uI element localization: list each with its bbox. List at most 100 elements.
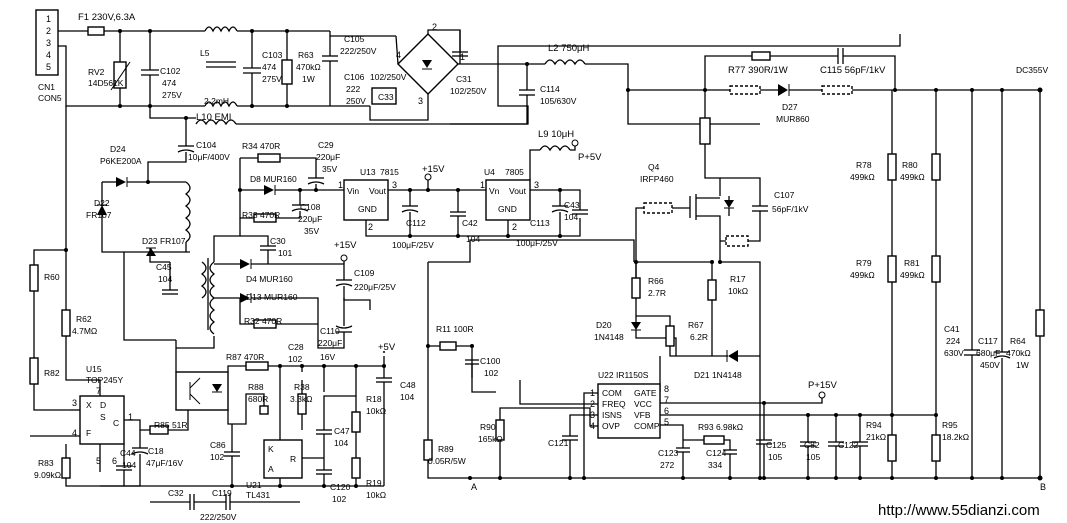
svg-text:C41: C41	[944, 324, 960, 334]
label-f1: F1 230V,6.3A	[78, 12, 136, 23]
svg-text:R18: R18	[366, 394, 382, 404]
svg-text:D: D	[100, 400, 106, 410]
input-wires	[58, 26, 205, 107]
svg-text:R67: R67	[688, 320, 704, 330]
svg-text:U4: U4	[484, 167, 495, 177]
svg-text:R63: R63	[298, 50, 314, 60]
feedback-section: X D S F C U15 TOP245Y 3 4 5 7 1 6	[29, 106, 392, 510]
svg-text:D4 MUR160: D4 MUR160	[246, 274, 293, 284]
svg-text:102: 102	[288, 354, 302, 364]
watermark-text: http://www.55dianzi.com	[878, 502, 1040, 519]
svg-text:P6KE200A: P6KE200A	[100, 156, 142, 166]
svg-text:C47: C47	[334, 426, 350, 436]
svg-text:+15V: +15V	[334, 240, 357, 251]
svg-text:D21 1N4148: D21 1N4148	[694, 370, 742, 380]
svg-text:S: S	[100, 412, 106, 422]
svg-text:C124: C124	[706, 448, 727, 458]
svg-text:104: 104	[466, 234, 480, 244]
pin-label: 2	[46, 26, 51, 36]
svg-text:470kΩ: 470kΩ	[296, 62, 321, 72]
svg-text:R19: R19	[366, 478, 382, 488]
svg-text:K: K	[268, 444, 274, 454]
svg-text:R64: R64	[1010, 336, 1026, 346]
svg-text:F: F	[86, 428, 91, 438]
svg-text:47μF/16V: 47μF/16V	[146, 458, 183, 468]
svg-text:OVP: OVP	[602, 421, 620, 431]
svg-text:474: 474	[162, 78, 176, 88]
fuse-f1	[87, 26, 105, 36]
svg-text:C31: C31	[456, 74, 472, 84]
svg-text:R77 390R/1W: R77 390R/1W	[728, 65, 788, 76]
svg-text:D20: D20	[596, 320, 612, 330]
svg-text:C110: C110	[320, 326, 340, 336]
svg-text:R33 470R: R33 470R	[242, 210, 280, 220]
svg-text:9.09kΩ: 9.09kΩ	[34, 470, 61, 480]
svg-text:7805: 7805	[505, 167, 524, 177]
svg-text:680μF: 680μF	[976, 348, 1000, 358]
junction-dots	[64, 29, 1004, 488]
svg-text:U22 IR1150S: U22 IR1150S	[598, 370, 649, 380]
svg-text:7815: 7815	[380, 167, 399, 177]
svg-text:165kΩ: 165kΩ	[478, 434, 503, 444]
svg-text:0.05R/5W: 0.05R/5W	[428, 456, 466, 466]
svg-text:220μF: 220μF	[298, 214, 322, 224]
svg-text:X: X	[86, 400, 92, 410]
svg-text:101: 101	[278, 248, 292, 258]
svg-text:1: 1	[128, 412, 133, 422]
svg-text:U15: U15	[86, 364, 102, 374]
svg-text:R: R	[290, 454, 296, 464]
transformer-secondaries	[123, 218, 371, 349]
svg-text:474: 474	[262, 62, 276, 72]
svg-text:35V: 35V	[322, 164, 337, 174]
svg-text:C122: C122	[838, 440, 859, 450]
svg-text:6.2R: 6.2R	[690, 332, 708, 342]
svg-text:1: 1	[338, 180, 343, 190]
connector-ref: CN1	[38, 82, 55, 92]
svg-text:L9 10μH: L9 10μH	[538, 129, 574, 140]
svg-text:R60: R60	[44, 272, 60, 282]
svg-text:56pF/1kV: 56pF/1kV	[772, 204, 809, 214]
svg-text:630V: 630V	[944, 348, 964, 358]
svg-text:1N4148: 1N4148	[594, 332, 624, 342]
pin-label: 1	[46, 14, 51, 24]
svg-text:10μF/400V: 10μF/400V	[188, 152, 230, 162]
svg-text:224: 224	[946, 336, 960, 346]
svg-text:R11 100R: R11 100R	[436, 324, 474, 334]
svg-text:250V: 250V	[346, 96, 366, 106]
svg-text:14D561K: 14D561K	[88, 78, 124, 88]
connector-cn1: 1 2 3 4 5 CN1 CON5	[35, 9, 62, 103]
pin-label: 5	[46, 62, 51, 72]
svg-text:D24: D24	[110, 144, 126, 154]
svg-text:R83: R83	[38, 458, 54, 468]
svg-text:C32: C32	[168, 488, 184, 498]
svg-text:499kΩ: 499kΩ	[900, 172, 925, 182]
svg-text:R93 6.98kΩ: R93 6.98kΩ	[698, 422, 743, 432]
svg-text:D8 MUR160: D8 MUR160	[250, 174, 297, 184]
svg-text:10kΩ: 10kΩ	[366, 490, 386, 500]
svg-text:450V: 450V	[980, 360, 1000, 370]
svg-text:COMP: COMP	[634, 421, 660, 431]
svg-text:104: 104	[334, 438, 348, 448]
svg-text:C107: C107	[774, 190, 795, 200]
connector-type: CON5	[38, 93, 62, 103]
svg-text:105: 105	[806, 452, 820, 462]
svg-text:35V: 35V	[304, 226, 319, 236]
svg-text:C121: C121	[548, 438, 569, 448]
svg-text:IRFP460: IRFP460	[640, 174, 674, 184]
svg-text:R89: R89	[438, 444, 454, 454]
svg-text:R17: R17	[730, 274, 746, 284]
svg-text:D13 MUR160: D13 MUR160	[246, 292, 298, 302]
svg-text:+5V: +5V	[378, 342, 396, 353]
svg-text:2: 2	[368, 222, 373, 232]
svg-text:R95: R95	[942, 420, 958, 430]
svg-text:VFB: VFB	[634, 410, 651, 420]
svg-text:C100: C100	[480, 356, 501, 366]
svg-text:TOP245Y: TOP245Y	[86, 375, 124, 385]
svg-text:104: 104	[564, 212, 578, 222]
svg-text:R90: R90	[480, 422, 496, 432]
svg-text:334: 334	[708, 460, 722, 470]
output-dividers	[470, 90, 1045, 481]
svg-text:222/250V: 222/250V	[200, 512, 237, 522]
svg-text:1W: 1W	[302, 74, 315, 84]
pin-label: 3	[46, 38, 51, 48]
